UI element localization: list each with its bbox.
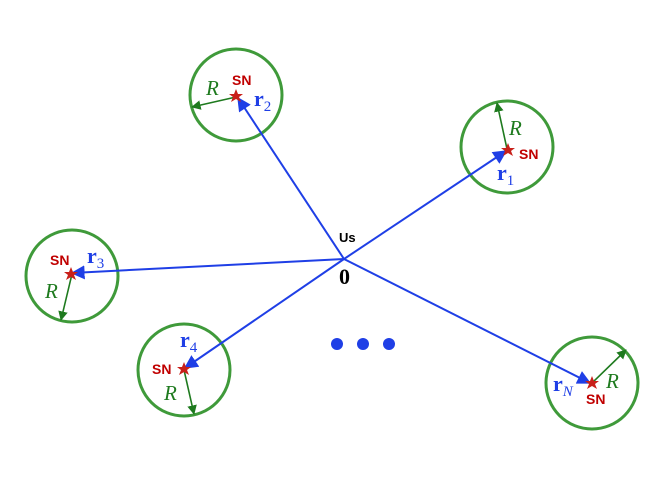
star-icon <box>177 362 191 375</box>
coverage-circles <box>24 47 640 431</box>
sensor-node-markers <box>64 89 599 389</box>
vector-label-r1: r1 <box>497 160 514 189</box>
radius-label-n3: R <box>44 279 58 303</box>
radius-arrow-nN <box>591 349 627 384</box>
position-vectors <box>70 96 592 384</box>
sn-labels: SN SN SN SN SN <box>50 72 605 407</box>
sn-label-n4: SN <box>152 361 171 377</box>
coverage-circle-n1 <box>459 99 555 195</box>
sn-label-n1: SN <box>519 146 538 162</box>
vector-labels: r2 r1 r3 r4 rN <box>87 86 574 400</box>
vector-r4 <box>183 258 345 369</box>
vector-label-r4: r4 <box>180 327 198 356</box>
origin-label-zero: 0 <box>339 264 350 289</box>
ellipsis-dots <box>331 338 395 350</box>
star-icon <box>64 267 78 280</box>
ellipsis-dot <box>383 338 395 350</box>
radius-label-n4: R <box>163 381 177 405</box>
coverage-circle-nN <box>544 335 640 431</box>
coverage-circle-n2 <box>188 47 284 143</box>
vector-label-rN: rN <box>553 371 574 400</box>
sn-label-n3: SN <box>50 252 69 268</box>
vector-rN <box>343 258 592 384</box>
coverage-circle-n3 <box>24 228 120 324</box>
radius-arrow-n1 <box>494 102 508 150</box>
sn-label-n2: SN <box>232 72 251 88</box>
vector-r1 <box>343 150 508 260</box>
vector-label-r2: r2 <box>254 86 271 115</box>
star-icon <box>501 143 515 156</box>
sn-label-nN: SN <box>586 391 605 407</box>
ellipsis-dot <box>331 338 343 350</box>
radius-arrows <box>58 96 627 415</box>
ellipsis-dot <box>357 338 369 350</box>
radius-arrow-n4 <box>183 369 197 415</box>
origin-label-us: Us <box>339 230 356 245</box>
radius-label-nN: R <box>605 369 619 393</box>
coverage-circle-n4 <box>136 322 232 418</box>
radius-label-n2: R <box>205 76 219 100</box>
radius-arrow-n2 <box>191 96 237 110</box>
radius-label-n1: R <box>508 116 522 140</box>
vector-label-r3: r3 <box>87 243 104 272</box>
star-icon <box>585 376 599 389</box>
vector-r2 <box>237 96 345 260</box>
vector-r3 <box>70 258 345 280</box>
star-icon <box>229 89 243 102</box>
radius-labels: R R R R R <box>44 76 619 405</box>
radius-arrow-n3 <box>58 273 73 321</box>
